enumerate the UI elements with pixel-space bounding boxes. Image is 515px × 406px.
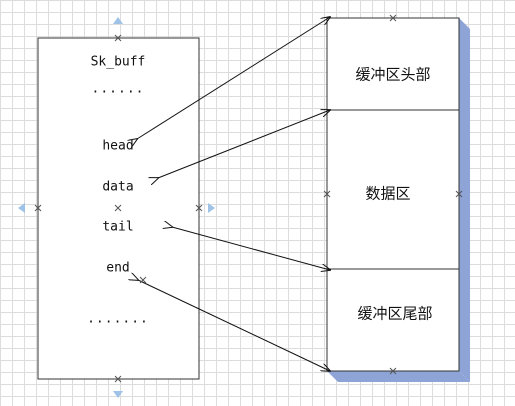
sk-buff-title: Sk_buff xyxy=(90,54,146,70)
field-tail: tail xyxy=(102,219,134,235)
arrow-data-to-data-area[interactable] xyxy=(158,110,330,178)
buffer-connection-points xyxy=(323,14,463,375)
handle-top-arrow[interactable] xyxy=(113,17,123,24)
buffer-data-label: 数据区 xyxy=(365,184,411,203)
arrow-end-to-buffer-end[interactable] xyxy=(138,280,330,371)
arrow-endpoint-marks xyxy=(139,276,147,284)
buffer-tail-block[interactable] xyxy=(326,268,460,372)
buffer-bottom-shadow xyxy=(327,371,470,382)
buffer-header-block[interactable] xyxy=(326,17,460,111)
field-end: end xyxy=(106,260,130,276)
arrow-tail-to-tail-area[interactable] xyxy=(172,227,330,270)
sk-buff-dots-bottom: ....... xyxy=(87,311,149,327)
selection-handles xyxy=(18,17,215,398)
buffer-tail-label: 缓冲区尾部 xyxy=(357,304,433,323)
handle-bottom-arrow[interactable] xyxy=(113,391,123,398)
field-head: head xyxy=(102,138,134,154)
buffer-data-block[interactable] xyxy=(326,109,460,270)
buffer-side-shadow xyxy=(459,18,470,382)
field-data: data xyxy=(102,179,134,195)
buffer-header-label: 缓冲区头部 xyxy=(355,65,431,84)
sk-buff-dots-top: ...... xyxy=(91,81,145,97)
connection-points xyxy=(34,34,203,383)
handle-left-arrow[interactable] xyxy=(18,203,25,213)
handle-right-arrow[interactable] xyxy=(208,203,215,213)
